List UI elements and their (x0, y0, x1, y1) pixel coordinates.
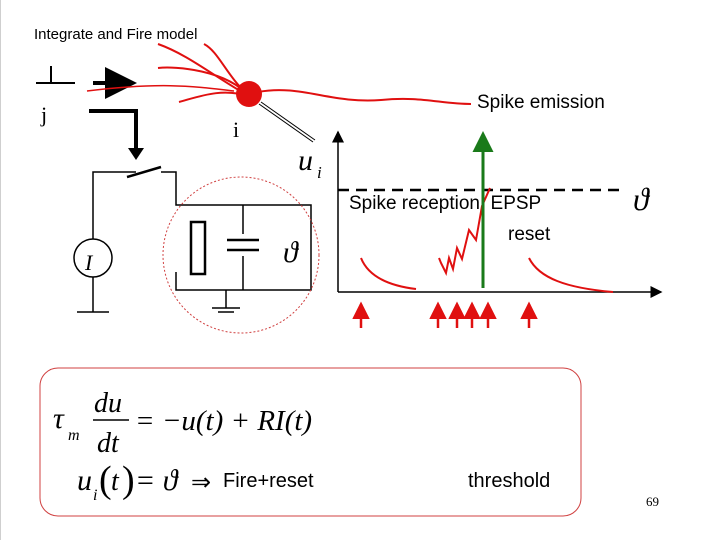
dendritic-tree (86, 43, 472, 105)
spike-reception-label: Spike reception: EPSP (349, 193, 542, 214)
equation-box (39, 367, 582, 517)
spike-emission-label: Spike emission (477, 92, 605, 113)
input-spike-arrows (352, 301, 538, 328)
membrane-potential-symbol: u (298, 144, 313, 177)
circuit (77, 165, 312, 313)
resistor (189, 220, 207, 276)
neuron-soma (236, 81, 262, 107)
svg-text:= −u(t) + RI(t): = −u(t) + RI(t) (135, 405, 312, 437)
page-number: 69 (646, 494, 659, 509)
soma-probe (258, 101, 316, 143)
svg-text:(: ( (99, 459, 112, 501)
svg-text:= ϑ: = ϑ (135, 464, 180, 497)
threshold-symbol-plot: ϑ (633, 181, 651, 217)
svg-text:⇒: ⇒ (191, 470, 211, 496)
fire-condition-equation: u i ( t ) = ϑ ⇒ (77, 459, 211, 504)
neuron-membrane-circle (162, 176, 320, 334)
membrane-potential-subscript: i (317, 163, 322, 182)
svg-text:du: du (94, 388, 122, 419)
reset-label: reset (508, 224, 551, 245)
switch-arrow (89, 109, 144, 160)
potential-trace (360, 187, 614, 293)
svg-text:i: i (93, 487, 97, 504)
fire-reset-label: Fire+reset (223, 470, 314, 492)
current-symbol: I (84, 250, 94, 275)
svg-text:dt: dt (97, 428, 120, 459)
svg-text:τ: τ (53, 402, 65, 435)
svg-text:m: m (68, 427, 80, 444)
svg-text:): ) (122, 459, 135, 501)
neuron-i-label: i (233, 117, 240, 142)
slide-title: Integrate and Fire model (34, 26, 198, 43)
threshold-symbol-circuit: ϑ (283, 236, 300, 269)
current-source-symbol (73, 238, 113, 278)
plot-axes (332, 130, 663, 298)
svg-text:t: t (111, 466, 120, 497)
neuron-j-label: j (41, 102, 48, 127)
svg-text:u: u (77, 464, 92, 497)
membrane-equation: τ m du dt = −u(t) + RI(t) (53, 388, 312, 459)
presynaptic-spike-symbol (36, 66, 75, 84)
threshold-label: threshold (468, 470, 551, 492)
